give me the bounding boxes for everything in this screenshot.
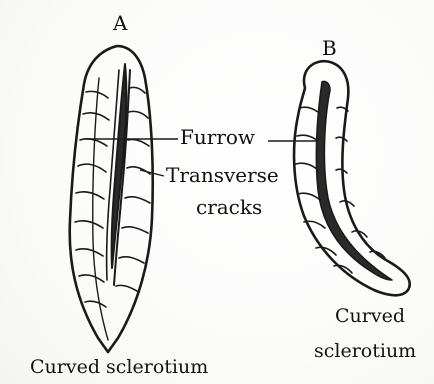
transverse-crack [80, 139, 107, 146]
transverse-crack [297, 135, 317, 140]
panel-b-caption-line1: Curved [335, 307, 405, 326]
transverse-crack [128, 139, 149, 146]
panel-b-letter: B [322, 38, 337, 58]
transverse-crack [116, 285, 137, 291]
transverse-crack [76, 192, 104, 199]
transverse-crack [78, 164, 106, 172]
transverse-crack [122, 227, 148, 233]
transverse-label: Transverse [166, 165, 279, 185]
furrow-label: Furrow [180, 127, 255, 147]
panel-a-letter: A [113, 13, 127, 33]
transverse-crack [296, 163, 317, 169]
transverse-crack [85, 301, 106, 307]
sclerotium-a [70, 46, 153, 352]
transverse-crack [75, 221, 103, 228]
transverse-crack [125, 197, 150, 203]
sclerotium-b [294, 61, 410, 295]
transverse-crack [129, 111, 148, 118]
transverse-crack [130, 87, 145, 93]
transverse-crack [119, 257, 144, 263]
transverse-crack [127, 167, 150, 174]
transverse-crack [300, 107, 318, 112]
transverse-crack [298, 193, 319, 199]
transverse-crack [336, 137, 347, 141]
sclerotium-b-furrow [316, 81, 392, 280]
sclerotium-b-outline [294, 61, 410, 295]
transverse-crack [79, 275, 104, 282]
panel-a-caption: Curved sclerotium [30, 358, 208, 377]
cracks-label: cracks [196, 197, 262, 217]
transverse-crack [76, 249, 103, 256]
panel-b-caption-line2: sclerotium [314, 342, 416, 361]
